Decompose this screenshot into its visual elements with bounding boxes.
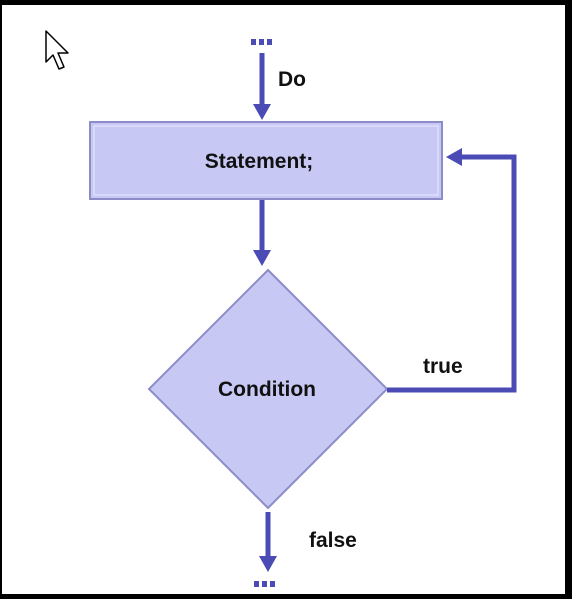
condition-text: Condition [218,378,316,401]
statement-text: Statement; [205,150,314,173]
statement-box [89,121,443,200]
false-exit-arrow [259,512,277,572]
ellipsis-dots-icon [251,39,272,45]
entry-arrow [253,53,271,120]
true-label: true [423,355,463,378]
condition-diamond [147,268,389,510]
true-loop-connector [387,148,517,393]
statement-to-condition-arrow [253,200,271,266]
false-label: false [309,529,357,552]
ellipsis-dots-icon [254,581,275,587]
mouse-pointer-icon [45,30,69,70]
do-label: Do [278,68,306,91]
